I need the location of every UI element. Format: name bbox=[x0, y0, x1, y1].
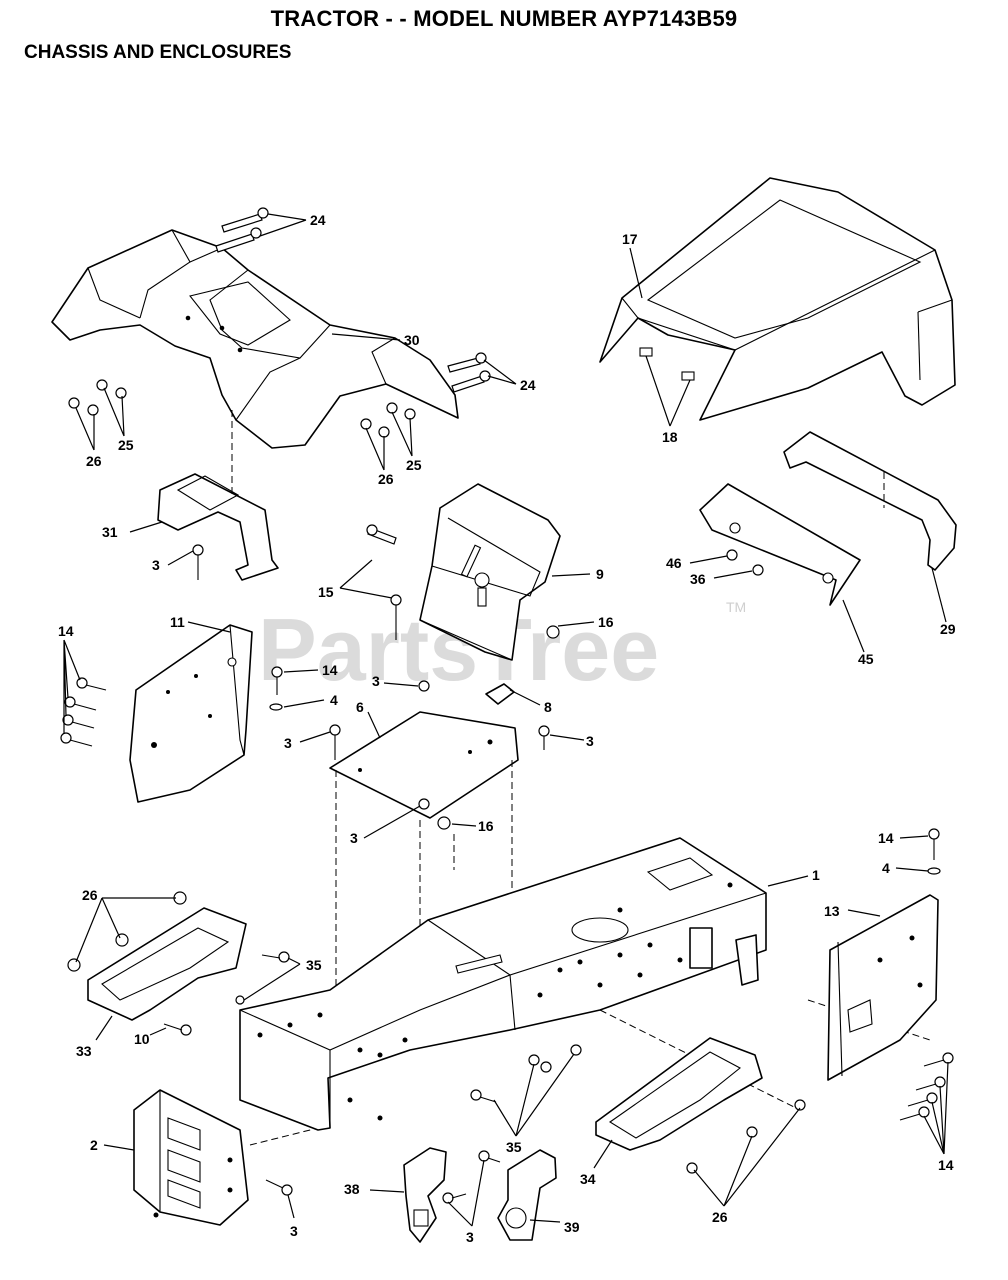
washers-nuts-25-26-right[interactable] bbox=[360, 402, 416, 438]
bolt-14-washer-4-right[interactable] bbox=[927, 828, 941, 875]
callout-35[interactable]: 35 bbox=[506, 1139, 522, 1155]
callout-39[interactable]: 39 bbox=[564, 1219, 580, 1235]
callout-2[interactable]: 2 bbox=[90, 1137, 98, 1153]
leader-lines bbox=[63, 213, 949, 1227]
callout-14[interactable]: 14 bbox=[938, 1157, 954, 1173]
callout-14[interactable]: 14 bbox=[322, 662, 338, 678]
bolt-3-upper[interactable] bbox=[192, 544, 204, 580]
part-34-footrest-right[interactable] bbox=[595, 1037, 763, 1151]
callout-3[interactable]: 3 bbox=[152, 557, 160, 573]
part-13-side-panel-right[interactable] bbox=[827, 894, 939, 1081]
callout-16[interactable]: 16 bbox=[478, 818, 494, 834]
callout-25[interactable]: 25 bbox=[406, 457, 422, 473]
bolts-15[interactable] bbox=[366, 524, 402, 640]
washers-nuts-25-26-left[interactable] bbox=[68, 379, 127, 416]
callout-33[interactable]: 33 bbox=[76, 1043, 92, 1059]
callout-30[interactable]: 30 bbox=[404, 332, 420, 348]
part-11-side-panel-left[interactable] bbox=[129, 624, 253, 803]
nut-16-lower[interactable] bbox=[437, 816, 451, 830]
bolt-14-washer-4-left[interactable] bbox=[269, 666, 283, 711]
bolts-3-brackets[interactable] bbox=[442, 1150, 501, 1204]
part-30-rear-fender[interactable] bbox=[51, 229, 459, 449]
callout-35[interactable]: 35 bbox=[306, 957, 322, 973]
part-39-bracket[interactable] bbox=[497, 1149, 557, 1241]
part-33-footrest-left[interactable] bbox=[87, 907, 247, 1021]
callout-3[interactable]: 3 bbox=[372, 673, 380, 689]
callout-24[interactable]: 24 bbox=[520, 377, 536, 393]
callout-26[interactable]: 26 bbox=[82, 887, 98, 903]
callout-34[interactable]: 34 bbox=[580, 1171, 596, 1187]
callout-26[interactable]: 26 bbox=[86, 453, 102, 469]
watermark-trademark: TM bbox=[726, 599, 746, 615]
callout-26[interactable]: 26 bbox=[712, 1209, 728, 1225]
bolt-3-front[interactable] bbox=[265, 1179, 293, 1196]
callout-14[interactable]: 14 bbox=[58, 623, 74, 639]
bolts-35-left[interactable] bbox=[235, 951, 290, 1005]
part-29-grille[interactable] bbox=[783, 431, 957, 571]
callout-45[interactable]: 45 bbox=[858, 651, 874, 667]
bolts-24-right[interactable] bbox=[447, 352, 491, 393]
callout-3[interactable]: 3 bbox=[350, 830, 358, 846]
callout-15[interactable]: 15 bbox=[318, 584, 334, 600]
callout-6[interactable]: 6 bbox=[356, 699, 364, 715]
bolt-10[interactable] bbox=[163, 1023, 192, 1036]
part-45-bracket[interactable] bbox=[699, 483, 861, 606]
page-subtitle: CHASSIS AND ENCLOSURES bbox=[24, 42, 292, 63]
washer-46-nut-36[interactable] bbox=[726, 549, 764, 576]
bolts-35-center[interactable] bbox=[470, 1044, 582, 1103]
bolts-3-plate[interactable] bbox=[329, 680, 550, 810]
callout-31[interactable]: 31 bbox=[102, 524, 118, 540]
callout-36[interactable]: 36 bbox=[690, 571, 706, 587]
part-1-main-frame[interactable] bbox=[239, 837, 767, 1131]
part-31-bracket[interactable] bbox=[157, 410, 279, 581]
part-9-dash-panel[interactable] bbox=[419, 483, 561, 661]
callout-11[interactable]: 11 bbox=[170, 614, 185, 630]
callout-4[interactable]: 4 bbox=[882, 860, 890, 876]
callout-1[interactable]: 1 bbox=[812, 867, 820, 883]
callout-10[interactable]: 10 bbox=[134, 1031, 150, 1047]
callout-25[interactable]: 25 bbox=[118, 437, 134, 453]
callout-3[interactable]: 3 bbox=[290, 1223, 298, 1239]
callout-14[interactable]: 14 bbox=[878, 830, 894, 846]
nut-16-upper[interactable] bbox=[546, 625, 560, 639]
callout-13[interactable]: 13 bbox=[824, 903, 840, 919]
bolts-14-left[interactable] bbox=[60, 677, 107, 747]
callout-8[interactable]: 8 bbox=[544, 699, 552, 715]
callout-16[interactable]: 16 bbox=[598, 614, 614, 630]
callout-38[interactable]: 38 bbox=[344, 1181, 360, 1197]
bolts-24-upper[interactable] bbox=[215, 207, 269, 253]
callout-18[interactable]: 18 bbox=[662, 429, 678, 445]
part-38-bracket[interactable] bbox=[403, 1147, 447, 1243]
part-17-hood[interactable] bbox=[599, 177, 956, 421]
callout-46[interactable]: 46 bbox=[666, 555, 682, 571]
callout-labels: 24 30 24 25 26 25 26 17 18 31 3 15 9 16 … bbox=[58, 212, 956, 1245]
part-2-front-bracket[interactable] bbox=[133, 1089, 249, 1226]
callout-3[interactable]: 3 bbox=[466, 1229, 474, 1245]
callout-3[interactable]: 3 bbox=[284, 735, 292, 751]
callout-4[interactable]: 4 bbox=[330, 692, 338, 708]
page-title: TRACTOR - - MODEL NUMBER AYP7143B59 bbox=[270, 6, 738, 31]
callout-17[interactable]: 17 bbox=[622, 231, 638, 247]
callout-24[interactable]: 24 bbox=[310, 212, 326, 228]
callout-26[interactable]: 26 bbox=[378, 471, 394, 487]
callout-9[interactable]: 9 bbox=[596, 566, 604, 582]
callout-29[interactable]: 29 bbox=[940, 621, 956, 637]
bolts-14-right[interactable] bbox=[899, 1052, 954, 1121]
callout-3[interactable]: 3 bbox=[586, 733, 594, 749]
